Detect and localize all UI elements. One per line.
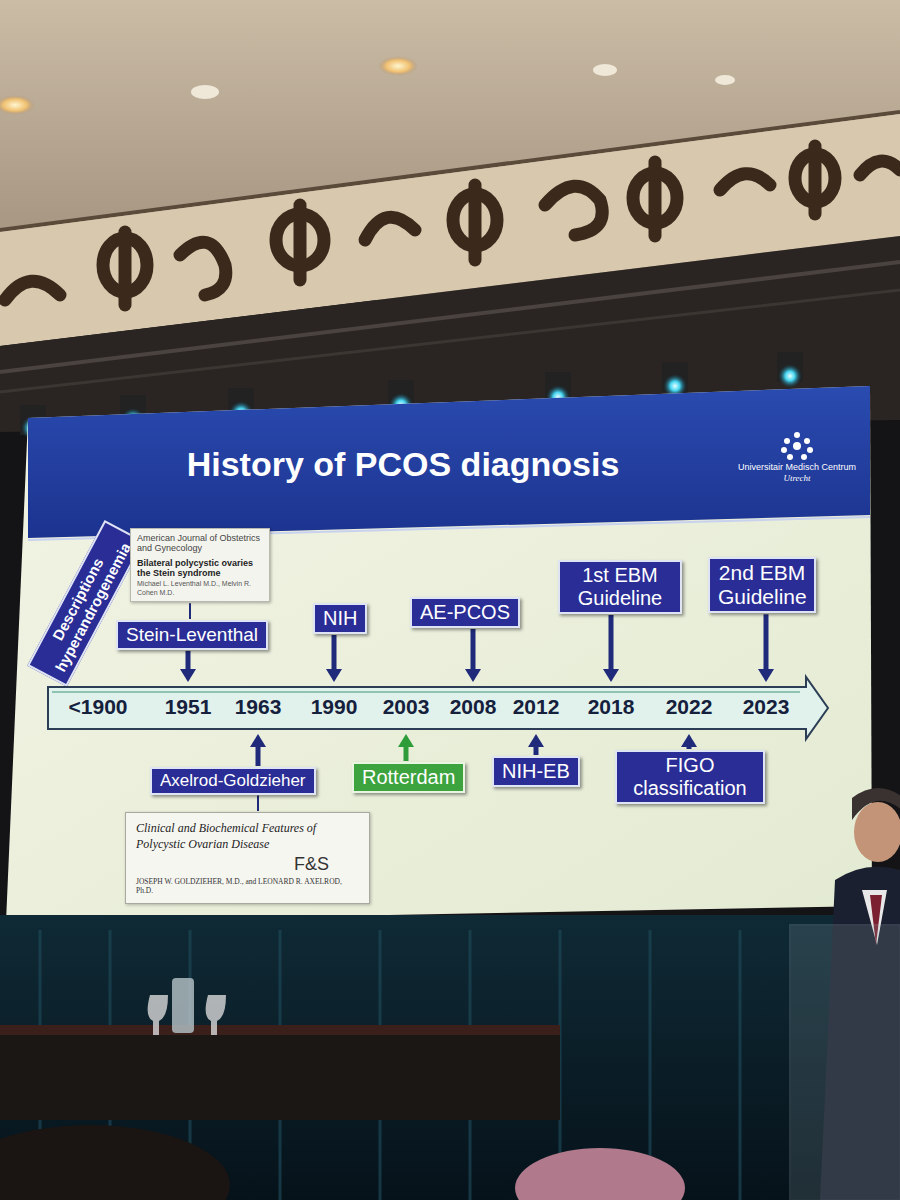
event-box: 1st EBM Guideline: [558, 560, 682, 614]
arrow-head: [180, 669, 196, 682]
year-label: 2022: [666, 695, 713, 719]
connector-stroke: [332, 635, 337, 671]
node-text: 2nd EBM Guideline: [718, 561, 806, 609]
year-label: 1951: [165, 695, 212, 719]
arrow-head: [603, 669, 619, 682]
arrow-head: [250, 734, 266, 747]
node-text: FIGO classification: [625, 754, 755, 800]
connector-stroke: [471, 629, 476, 671]
year-label: 2018: [588, 695, 635, 719]
arrow-head: [326, 669, 342, 682]
node-text: Axelrod-Goldzieher: [160, 771, 306, 791]
year-label: 2003: [383, 695, 430, 719]
node-text: Stein-Leventhal: [126, 624, 258, 646]
highlight-box: Rotterdam: [352, 762, 465, 793]
logo-city: Utrecht: [735, 473, 859, 483]
node-text: F&S: [136, 854, 359, 875]
node-text: American Journal of Obstetrics and Gynec…: [137, 533, 263, 554]
event-box: FIGO classification: [615, 750, 765, 804]
node-text: Bilateral polycystic ovaries the Stein s…: [137, 558, 263, 579]
node-text: 1st EBM Guideline: [568, 564, 672, 610]
node-text: AE-PCOS: [420, 601, 510, 624]
year-label: 2008: [450, 695, 497, 719]
timeline-inner-line: [52, 691, 800, 693]
connector-stroke: [256, 745, 261, 766]
connector-arrow: [398, 734, 414, 761]
connector-stroke: [764, 614, 769, 671]
connector-arrow: [603, 615, 619, 682]
article-thumbnail: Clinical and Biochemical Features of Pol…: [125, 812, 370, 904]
year-label: 1963: [235, 695, 282, 719]
connector-stroke: [186, 651, 191, 671]
connector-arrow: [528, 734, 544, 755]
year-label: <1900: [69, 695, 128, 719]
connector-arrow: [758, 614, 774, 682]
arrow-head: [758, 669, 774, 682]
event-box: AE-PCOS: [410, 597, 520, 628]
node-text: JOSEPH W. GOLDZIEHER, M.D., and LEONARD …: [136, 877, 359, 895]
connector-stroke: [404, 745, 409, 761]
event-box: Axelrod-Goldzieher: [150, 767, 316, 795]
connector-line: [258, 796, 259, 811]
event-box: 2nd EBM Guideline: [708, 557, 816, 613]
event-box: NIH-EB: [492, 756, 580, 787]
connector-arrow: [681, 734, 697, 749]
timeline-arrow: <1900 1951 1963 1990 2003 2008 2012 2018 2022 202…: [48, 683, 828, 733]
connector-arrow: [326, 635, 342, 682]
year-label: 2012: [513, 695, 560, 719]
connector-stroke: [257, 796, 259, 811]
connector-arrow: [465, 629, 481, 682]
event-box: NIH: [313, 603, 367, 634]
connector-stroke: [609, 615, 614, 671]
year-label: 1990: [311, 695, 358, 719]
year-label: 2023: [743, 695, 790, 719]
arrow-head: [398, 734, 414, 747]
arrow-head: [465, 669, 481, 682]
connector-arrow: [250, 734, 266, 766]
connector-arrow: [180, 651, 196, 682]
arrow-head: [528, 734, 544, 747]
node-text: Clinical and Biochemical Features of Pol…: [136, 821, 359, 852]
node-text: Rotterdam: [362, 766, 455, 789]
journal-thumbnail: American Journal of Obstetrics and Gynec…: [130, 528, 270, 602]
arrow-head: [681, 734, 697, 747]
connector-line: [190, 603, 191, 619]
event-box: Stein-Leventhal: [116, 620, 268, 650]
node-text: Michael L. Leventhal M.D., Melvin R. Coh…: [137, 580, 263, 597]
node-text: NIH-EB: [502, 760, 570, 783]
logo-text: Universitair Medisch Centrum: [735, 462, 859, 472]
node-text: NIH: [323, 607, 357, 630]
timeline-arrow-outline: [48, 677, 828, 739]
slide-title: History of PCOS diagnosis: [28, 445, 778, 484]
connector-stroke: [189, 603, 191, 619]
